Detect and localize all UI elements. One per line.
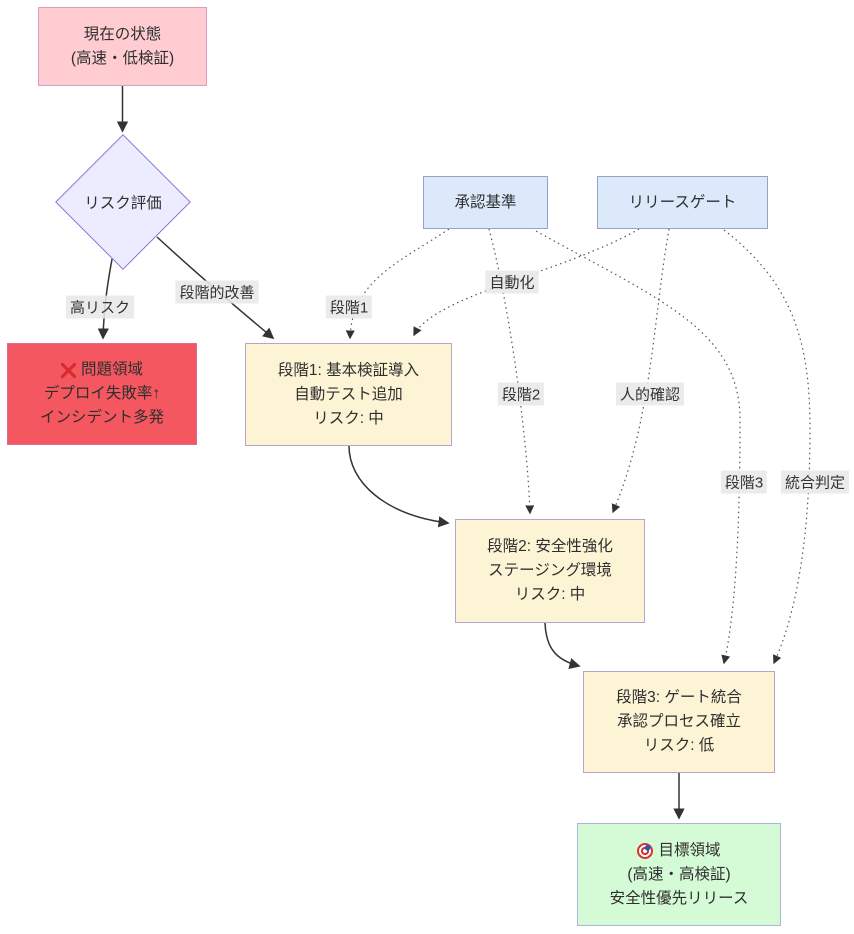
node-problem-area-line2: デプロイ失敗率↑	[43, 385, 161, 402]
node-release-gate-label: リリースゲート	[628, 193, 737, 211]
node-current-state: 現在の状態 (高速・低検証)	[38, 7, 207, 86]
edge-phase1-to-phase2	[348, 445, 450, 528]
node-goal-area-line3: 安全性優先リリース	[609, 889, 749, 907]
node-phase2-line3: リスク: 中	[514, 586, 586, 603]
node-problem-area: 問題領域 デプロイ失敗率↑ インシデント多発	[7, 343, 197, 445]
node-current-state-line2: (高速・低検証)	[70, 49, 175, 67]
edge-gate-to-phase1	[413, 228, 640, 337]
node-problem-area-line1: 問題領域	[60, 358, 143, 382]
node-phase2-line2: ステージング環境	[488, 562, 612, 579]
node-goal-area-line2: (高速・高検証)	[627, 865, 731, 883]
node-phase3-line1: 段階3: ゲート統合	[616, 689, 742, 706]
edge-criteria-to-phase2	[488, 228, 535, 515]
node-problem-area-line3: インシデント多発	[39, 409, 164, 426]
node-phase2-line1: 段階2: 安全性強化	[487, 538, 613, 555]
node-phase1-line2: 自動テスト追加	[294, 385, 403, 403]
node-phase3: 段階3: ゲート統合 承認プロセス確立 リスク: 低	[583, 671, 775, 773]
node-phase1: 段階1: 基本検証導入 自動テスト追加 リスク: 中	[245, 343, 452, 446]
edge-risk-to-problem	[97, 253, 114, 340]
edge-criteria-to-phase1	[345, 228, 450, 340]
edge-phase2-to-phase3	[544, 622, 581, 670]
node-risk-evaluation-label: リスク評価	[84, 195, 162, 212]
edge-label-stage1: 段階1	[325, 295, 373, 319]
node-current-state-line1: 現在の状態	[83, 25, 162, 43]
node-phase1-line1: 段階1: 基本検証導入	[277, 361, 420, 379]
edge-label-stage2: 段階2	[497, 382, 545, 406]
edge-label-gradual-improvement: 段階的改善	[175, 280, 259, 304]
edge-gate-to-phase2	[611, 228, 670, 514]
edge-gate-to-phase3	[723, 229, 811, 665]
node-goal-area: 目標領域 (高速・高検証) 安全性優先リリース	[577, 823, 781, 926]
cross-mark-icon	[60, 362, 76, 378]
node-phase2: 段階2: 安全性強化 ステージング環境 リスク: 中	[455, 519, 645, 623]
edge-criteria-to-phase3	[535, 230, 741, 665]
edge-label-high-risk: 高リスク	[65, 295, 135, 319]
node-release-gate: リリースゲート	[597, 176, 768, 229]
node-approval-criteria-label: 承認基準	[454, 193, 517, 211]
edge-label-automation: 自動化	[485, 270, 539, 294]
node-problem-area-title: 問題領域	[80, 361, 143, 378]
edge-label-integrated-judgment: 統合判定	[780, 470, 850, 494]
node-goal-area-title: 目標領域	[658, 841, 721, 859]
target-icon	[637, 842, 654, 859]
node-goal-area-line1: 目標領域	[637, 839, 721, 863]
node-phase3-line2: 承認プロセス確立	[616, 713, 741, 730]
node-phase1-line3: リスク: 中	[313, 409, 384, 427]
node-phase3-line3: リスク: 低	[643, 737, 715, 754]
edge-label-stage3: 段階3	[720, 470, 768, 494]
edge-label-human-check: 人的確認	[615, 382, 685, 406]
node-approval-criteria: 承認基準	[423, 176, 548, 229]
